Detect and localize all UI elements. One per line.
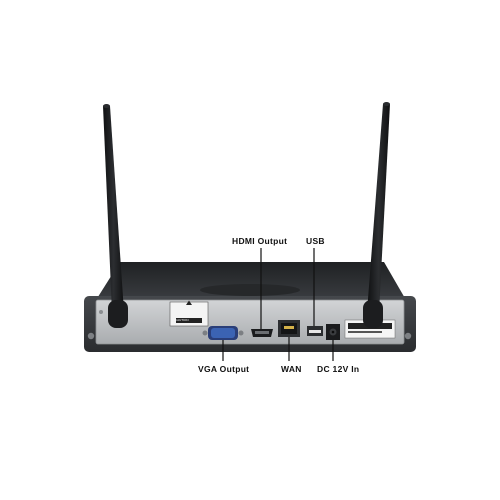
vga-output-label: VGA Output <box>198 364 250 374</box>
dc-in-label: DC 12V In <box>317 364 360 374</box>
dc-power-jack <box>326 324 340 340</box>
wan-label: WAN <box>281 364 302 374</box>
screw-right <box>404 332 412 340</box>
usb-port <box>307 326 323 336</box>
top-vent <box>200 284 300 296</box>
caution-sticker <box>169 300 209 327</box>
vga-port <box>202 326 244 340</box>
usb-label: USB <box>306 236 325 246</box>
wan-port <box>278 320 300 337</box>
antenna-right <box>363 102 390 328</box>
antenna-left <box>103 104 128 328</box>
chassis-top <box>96 262 406 300</box>
hdmi-port <box>251 329 273 337</box>
screw-left <box>87 332 95 340</box>
hdmi-output-label: HDMI Output <box>232 236 288 246</box>
callout-lines <box>222 248 334 361</box>
caution-label: CAUTION <box>175 318 189 322</box>
